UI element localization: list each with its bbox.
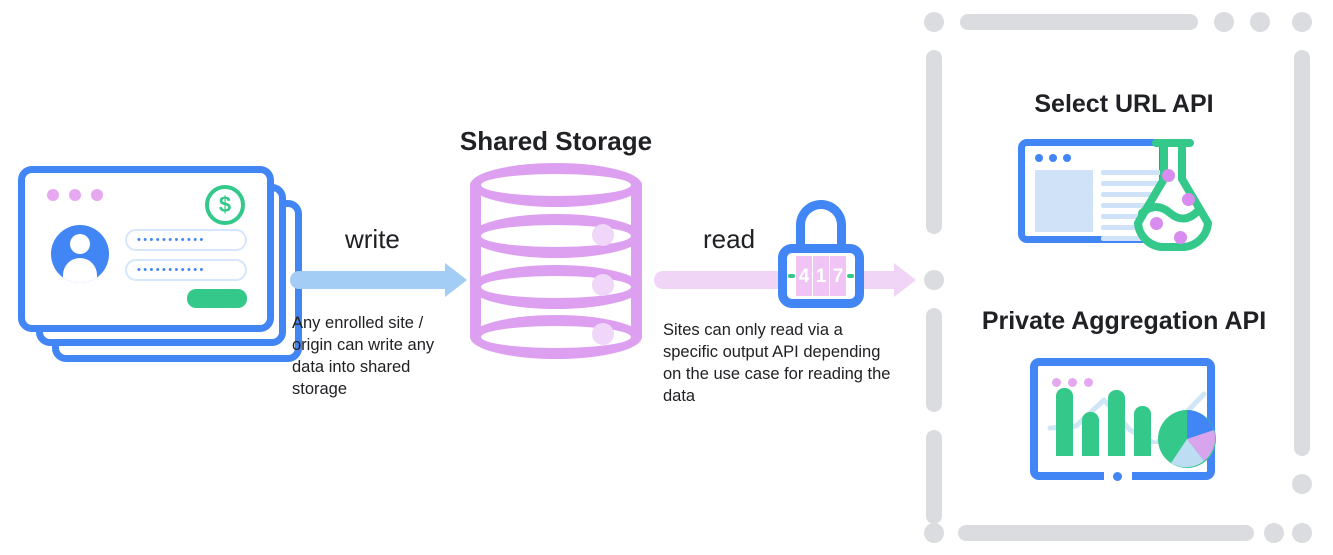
select-url-api-icon xyxy=(1018,137,1228,252)
private-aggregation-api-icon xyxy=(1030,358,1216,482)
panel-border-dash xyxy=(960,14,1198,30)
panel-border-dash xyxy=(1294,50,1310,456)
write-arrow-head xyxy=(445,263,467,297)
panel-border-dash xyxy=(924,270,944,290)
write-arrow-body xyxy=(290,271,445,289)
password-field[interactable]: ••••••••••• xyxy=(125,259,247,281)
panel-border-dash xyxy=(958,525,1254,541)
username-field[interactable]: ••••••••••• xyxy=(125,229,247,251)
output-apis-panel xyxy=(924,12,1324,543)
bar-1 xyxy=(1056,388,1073,456)
frame-gap-dot xyxy=(1113,472,1122,481)
browser-text-lines xyxy=(1101,170,1161,241)
lock-dash-left xyxy=(788,274,795,278)
lock-digit-1: 4 xyxy=(796,256,812,296)
lock-digit-2: 1 xyxy=(813,256,829,296)
panel-border-dash xyxy=(1250,12,1270,32)
avatar xyxy=(51,225,109,283)
lock-digit-3: 7 xyxy=(830,256,846,296)
bar-4 xyxy=(1134,406,1151,456)
bar-2 xyxy=(1082,412,1099,456)
shared-storage-cylinder-icon xyxy=(470,163,642,359)
panel-border-dash xyxy=(1214,12,1234,32)
read-caption: Sites can only read via a specific outpu… xyxy=(663,321,891,405)
write-caption: Any enrolled site / origin can write any… xyxy=(292,314,435,398)
panel-border-dash xyxy=(1292,523,1312,543)
bar-3 xyxy=(1108,390,1125,456)
dollar-circle-icon: $ xyxy=(205,185,245,225)
panel-border-dash xyxy=(1264,523,1284,543)
publisher-sites-illustration: $ ••••••••••• ••••••••••• xyxy=(14,164,304,364)
window-traffic-dots-icon xyxy=(47,189,103,201)
browser-content-block xyxy=(1035,170,1093,232)
chart-window-icon xyxy=(1030,358,1216,480)
chart-window-dots-icon xyxy=(1052,378,1093,387)
panel-border-dash xyxy=(926,430,942,524)
panel-border-dash xyxy=(1292,12,1312,32)
browser-dots-icon xyxy=(1035,154,1071,162)
combination-lock-icon: 4 1 7 xyxy=(778,200,864,308)
read-label: read xyxy=(703,224,756,254)
read-arrow-head xyxy=(894,263,916,297)
panel-border-dash xyxy=(924,523,944,543)
private-aggregation-api-title: Private Aggregation API xyxy=(981,307,1267,335)
panel-border-dash xyxy=(924,12,944,32)
shared-storage-title: Shared Storage xyxy=(459,126,653,156)
lock-dash-right xyxy=(847,274,854,278)
panel-border-dash xyxy=(1292,474,1312,494)
pie-chart xyxy=(1158,410,1216,468)
flask-icon xyxy=(1118,137,1228,252)
site-window-front: $ ••••••••••• ••••••••••• xyxy=(18,166,274,332)
select-url-api-title: Select URL API xyxy=(1034,90,1214,118)
submit-button[interactable] xyxy=(187,289,247,308)
write-label: write xyxy=(345,224,400,254)
panel-border-dash xyxy=(926,50,942,234)
panel-border-dash xyxy=(926,308,942,412)
